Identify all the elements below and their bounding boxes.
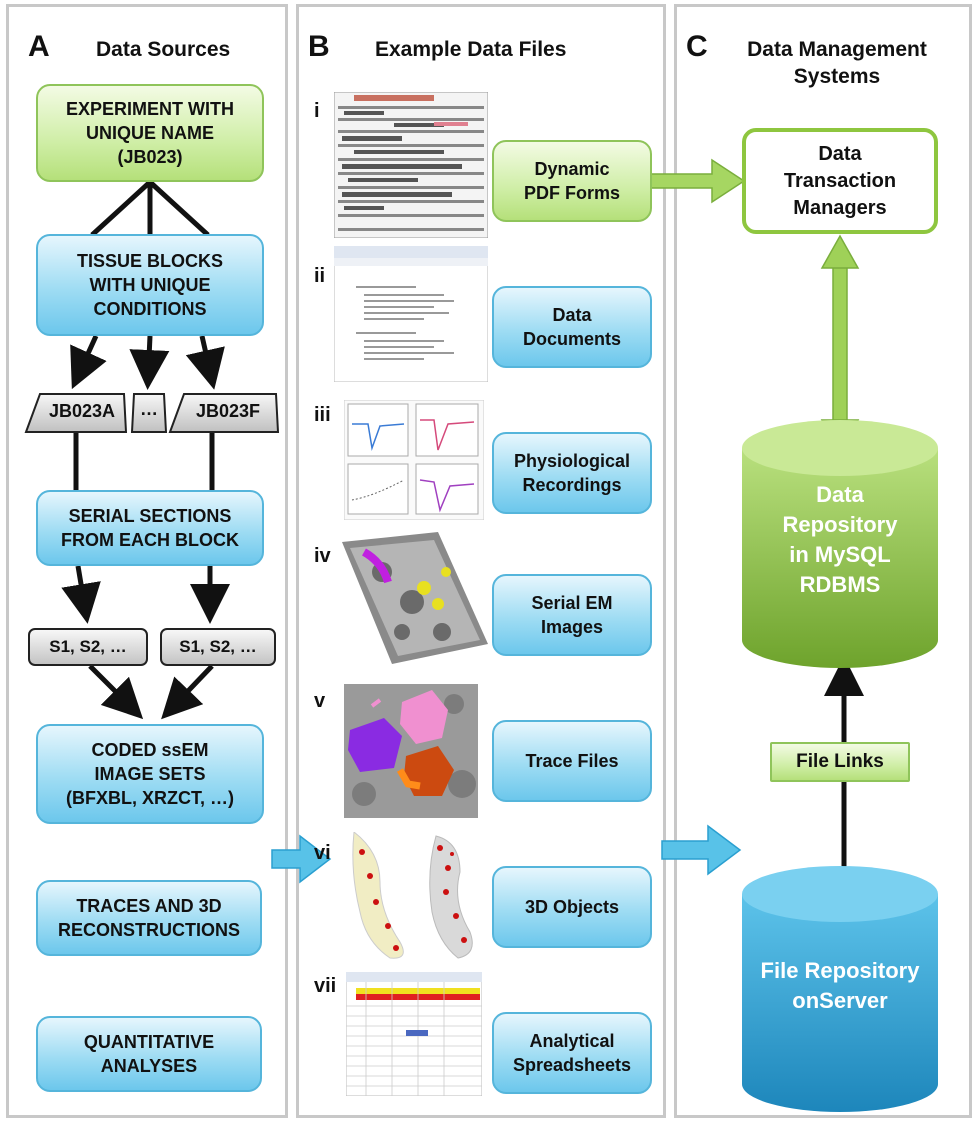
roman-i: i	[314, 100, 320, 122]
physiological-recording-thumbnail	[344, 400, 484, 520]
traces-box: TRACES AND 3D RECONSTRUCTIONS	[36, 880, 262, 956]
roman-v: v	[314, 690, 326, 712]
tissue-line2: WITH UNIQUE	[89, 275, 211, 295]
data-repository-cylinder	[742, 420, 938, 668]
recordings-line2: Recordings	[522, 475, 622, 495]
sections-right-label: S1, S2, …	[179, 637, 257, 656]
roman-vii: vii	[314, 975, 337, 997]
experiment-to-tissue-arrows	[90, 180, 210, 237]
trace-files-thumbnail	[344, 684, 478, 818]
block-a-label: JB023A	[48, 401, 116, 421]
quant-line2: ANALYSES	[100, 1056, 198, 1076]
tissue-to-block-arrows	[70, 334, 225, 390]
3d-objects-thumbnail	[352, 832, 473, 959]
experiment-line2: UNIQUE NAME	[85, 123, 214, 143]
roman-iv: iv	[314, 545, 331, 567]
serial-em-thumbnail	[342, 532, 488, 664]
roman-vi: vi	[314, 842, 331, 864]
panel-title-c-line1: Data Management	[747, 38, 927, 61]
block-f-label: JB023F	[195, 401, 261, 421]
panel-letter-c: C	[686, 30, 708, 63]
spreadsheet-thumbnail	[346, 972, 482, 1096]
file-links-label: File Links	[796, 751, 884, 772]
traces-line1: TRACES AND 3D	[76, 896, 222, 916]
dtm-line1: Data	[818, 142, 862, 165]
serial-em-images-box: Serial EM Images	[492, 574, 652, 656]
sections-right-box: S1, S2, …	[160, 628, 276, 666]
coded-line2: IMAGE SETS	[94, 764, 206, 784]
quant-to-spreadsheets-arrow	[271, 834, 332, 884]
file-repository-cylinder	[742, 866, 938, 1112]
block-mid-shape	[130, 393, 168, 433]
roman-iii: iii	[314, 404, 331, 426]
trace-line1: Trace Files	[525, 751, 619, 771]
spreadsheets-line1: Analytical	[529, 1031, 615, 1051]
block-mid-label: …	[140, 399, 158, 419]
documents-line2: Documents	[522, 329, 621, 349]
coded-line1: CODED ssEM	[91, 740, 209, 760]
quantitative-analyses-box: QUANTITATIVE ANALYSES	[36, 1016, 262, 1092]
panel-title-a: Data Sources	[96, 38, 231, 61]
panel-title-c-line2: Systems	[793, 65, 881, 88]
spreadsheets-line2: Spreadsheets	[512, 1055, 632, 1075]
file-repository-label: File Repository onServer	[742, 956, 938, 1016]
repo-line4: RDBMS	[799, 572, 881, 597]
data-repository-label: Data Repository in MySQL RDBMS	[742, 480, 938, 600]
coded-image-sets-box: CODED ssEM IMAGE SETS (BFXBL, XRZCT, …)	[36, 724, 264, 824]
traces-line2: RECONSTRUCTIONS	[57, 920, 240, 940]
panel-title-c: Data Management Systems	[712, 36, 962, 90]
em-line2: Images	[540, 617, 604, 637]
experiment-line3: (JB023)	[117, 147, 183, 167]
trace-files-box: Trace Files	[492, 720, 652, 802]
coded-line3: (BFXBL, XRZCT, …)	[66, 788, 234, 808]
sections-left-label: S1, S2, …	[49, 637, 127, 656]
objects-line1: 3D Objects	[524, 897, 620, 917]
repo-line3: in MySQL	[789, 542, 891, 567]
repo-line2: Repository	[782, 512, 898, 537]
file-repo-line1: File Repository	[760, 958, 920, 983]
data-document-thumbnail	[334, 246, 488, 382]
roman-ii: ii	[314, 265, 326, 287]
block-to-serial-lines	[73, 432, 215, 490]
recordings-line1: Physiological	[513, 451, 631, 471]
spreadsheets-to-file-repo-arrow	[661, 824, 742, 876]
tissue-line3: CONDITIONS	[93, 299, 207, 319]
experiment-box: EXPERIMENT WITH UNIQUE NAME (JB023)	[36, 84, 264, 182]
panel-title-b: Example Data Files	[375, 38, 567, 61]
file-repo-line2: onServer	[792, 988, 888, 1013]
quant-line1: QUANTITATIVE	[83, 1032, 215, 1052]
tissue-line1: TISSUE BLOCKS	[76, 251, 223, 271]
serial-line2: FROM EACH BLOCK	[61, 530, 239, 550]
experiment-line1: EXPERIMENT WITH	[65, 99, 234, 119]
em-line1: Serial EM	[531, 593, 613, 613]
documents-line1: Data	[552, 305, 592, 325]
block-f-shape	[168, 393, 280, 433]
sections-to-coded-arrows	[88, 664, 214, 720]
panel-letter-b: B	[308, 30, 330, 63]
pdf-form-thumbnail	[334, 92, 488, 238]
3d-objects-box: 3D Objects	[492, 866, 652, 948]
sections-left-box: S1, S2, …	[28, 628, 148, 666]
tissue-blocks-box: TISSUE BLOCKS WITH UNIQUE CONDITIONS	[36, 234, 264, 336]
pdf-line2: PDF Forms	[523, 183, 620, 203]
serial-sections-box: SERIAL SECTIONS FROM EACH BLOCK	[36, 490, 264, 566]
repo-line1: Data	[816, 482, 864, 507]
serial-line1: SERIAL SECTIONS	[68, 506, 232, 526]
serial-to-sections-arrows	[61, 565, 230, 624]
block-a-shape	[24, 393, 128, 433]
panel-letter-a: A	[28, 30, 50, 63]
pdf-line1: Dynamic	[534, 159, 610, 179]
dtm-line2: Transaction	[783, 169, 897, 192]
file-links-box: File Links	[770, 742, 910, 782]
pdf-to-dtm-arrow	[649, 158, 746, 204]
dtm-line3: Managers	[793, 196, 887, 219]
